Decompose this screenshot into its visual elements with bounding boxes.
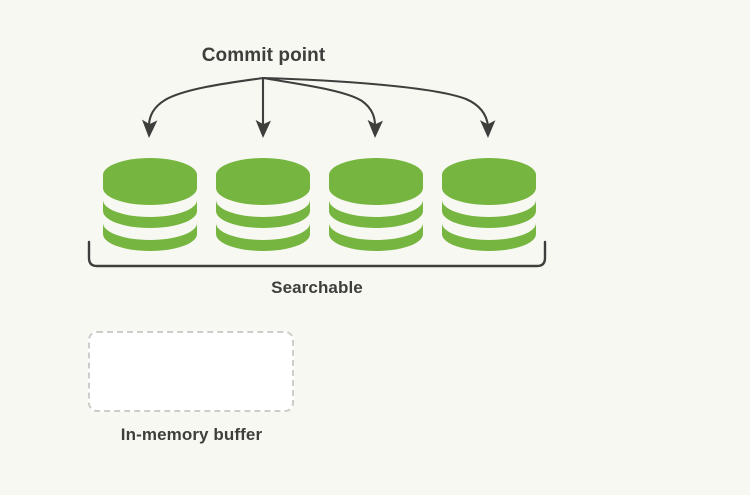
searchable-label: Searchable: [271, 278, 363, 297]
arrow-to-segment-4: [261, 76, 496, 138]
in-memory-buffer-box[interactable]: [88, 331, 294, 412]
arrow-to-segment-2: [255, 76, 271, 138]
in-memory-buffer-label: In-memory buffer: [120, 425, 263, 444]
commit-point-label: Commit point: [201, 45, 326, 66]
segment-icon-2[interactable]: [216, 158, 310, 251]
arrow-to-segment-1: [142, 76, 265, 138]
segment-icon-3[interactable]: [329, 158, 423, 251]
arrow-to-segment-3: [261, 76, 383, 138]
segment-icon-1[interactable]: [103, 158, 197, 251]
segment-icon-4[interactable]: [442, 158, 536, 251]
